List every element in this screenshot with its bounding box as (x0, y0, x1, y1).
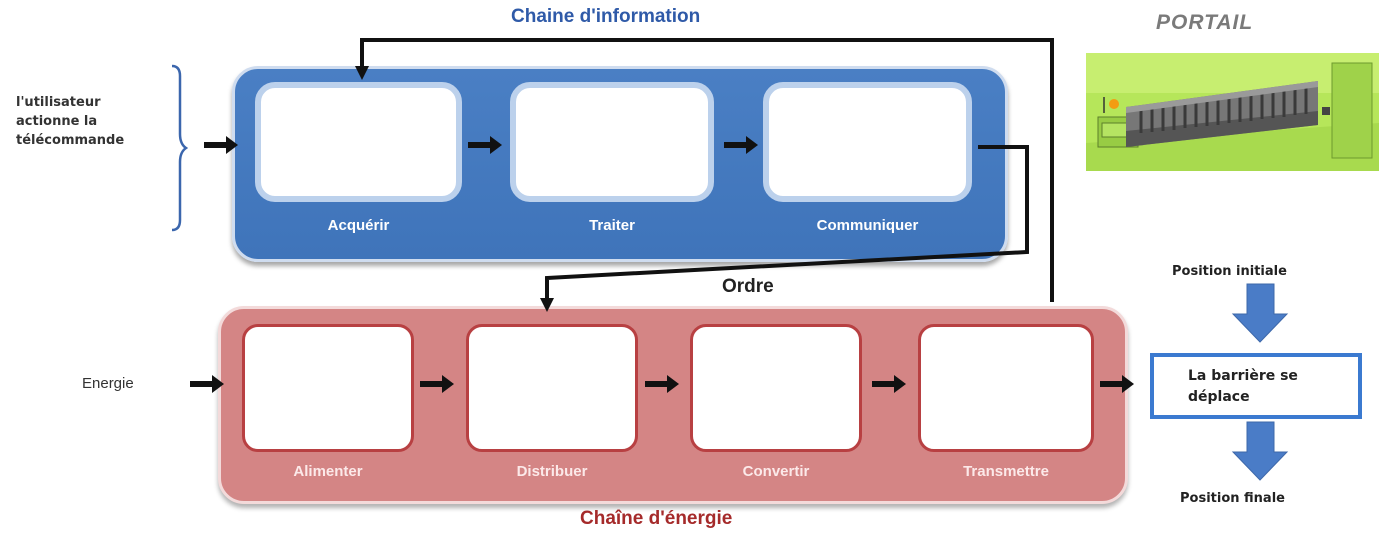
function-box-acquerir (255, 82, 462, 202)
info-function-label: Acquérir (327, 217, 390, 234)
result-box (1150, 353, 1362, 419)
position-initiale-label: Position initiale (1172, 264, 1287, 279)
info-function-label: Traiter (589, 217, 635, 234)
energy-input-label: Energie (82, 375, 134, 392)
left-brace (168, 64, 189, 237)
function-box-convertir (690, 324, 862, 452)
function-box-traiter (510, 82, 714, 202)
user-action-text: l'utilisateur actionne la télécommande (16, 95, 125, 148)
function-box-communiquer (763, 82, 972, 202)
position-finale-label: Position finale (1180, 491, 1285, 506)
energy-function-label: Distribuer (516, 463, 588, 480)
function-box-distribuer (466, 324, 638, 452)
info-chain-title: Chaine d'information (511, 6, 701, 27)
result-action-text: La barrière se déplace (1188, 368, 1298, 405)
function-box-alimenter (242, 324, 414, 452)
energy-function-label: Transmettre (963, 463, 1049, 480)
function-box-transmettre (918, 324, 1094, 452)
portail-title: PORTAIL (1156, 11, 1254, 34)
energy-function-label: Convertir (742, 463, 810, 480)
portail-image (1086, 53, 1379, 171)
order-label: Ordre (722, 276, 774, 297)
energy-chain-title: Chaîne d'énergie (580, 508, 733, 529)
info-function-label: Communiquer (816, 217, 919, 234)
energy-function-label: Alimenter (293, 463, 363, 480)
